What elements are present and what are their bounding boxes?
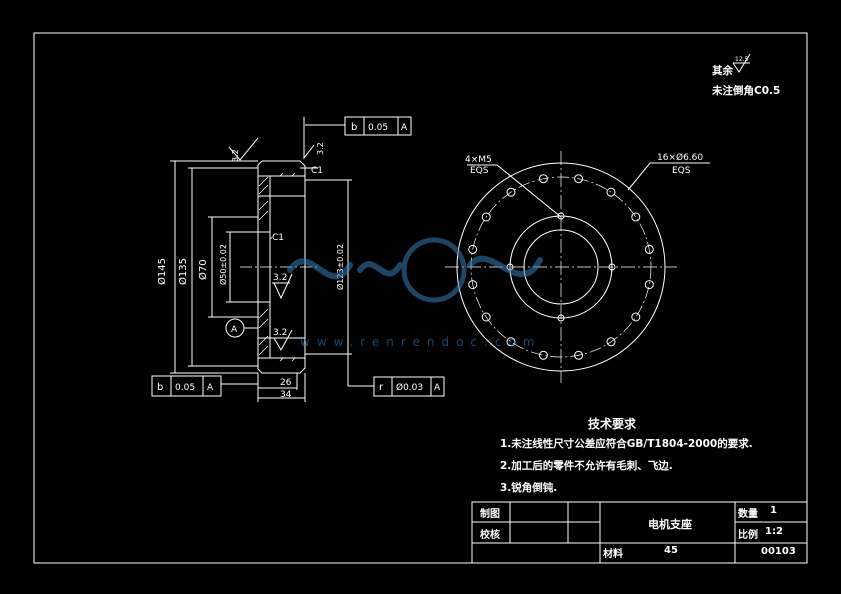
hole-label-large-sub: EQS <box>672 166 691 176</box>
leader-4xm5 <box>467 164 562 218</box>
hole-label-small: 4×M5 <box>465 155 492 165</box>
dim-26: 26 <box>280 378 292 388</box>
front-view <box>445 151 710 383</box>
tapped-hole <box>557 314 565 322</box>
drawing-border <box>33 32 808 564</box>
hole-label-small-sub: EQS <box>470 166 489 176</box>
dim-d123: Ø123±0.02 <box>335 244 345 290</box>
watermark: www.renrendoc.com <box>287 237 543 349</box>
bolt-hole <box>631 212 641 222</box>
fcf-right-frame <box>373 376 445 397</box>
fcf-left-symbol: b <box>157 382 163 393</box>
tech-item-1: 1.未注线性尺寸公差应符合GB/T1804-2000的要求. <box>500 438 753 450</box>
dim-d50: Ø50±0.02 <box>218 244 228 285</box>
chamfer-note: 未注倒角C0.5 <box>712 85 781 97</box>
bolt-hole <box>574 174 584 184</box>
roughness-other-value: 12.5 <box>735 56 749 63</box>
fcf-top-datum: A <box>401 123 408 133</box>
bolt-hole <box>644 244 654 254</box>
fcf-top-value: 0.05 <box>368 123 388 133</box>
tb-drawing-no: 00103 <box>761 546 796 557</box>
fcf-right-datum: A <box>434 383 441 393</box>
tb-part-name: 电机支座 <box>648 518 692 531</box>
bolt-hole <box>481 312 491 322</box>
fcf-top-frame <box>344 116 412 136</box>
watermark-site: www.renrendoc.com <box>300 335 541 349</box>
tb-check-label: 校核 <box>480 530 500 541</box>
tapped-hole <box>557 212 565 220</box>
dim-34: 34 <box>280 390 292 400</box>
roughness-top-right: 3.2 <box>316 142 325 155</box>
tb-material-value: 45 <box>664 545 678 556</box>
tb-material-label: 材料 <box>603 549 623 560</box>
section-view <box>151 116 445 402</box>
tech-title: 技术要求 <box>588 417 637 431</box>
section-outline <box>257 160 306 374</box>
bolt-hole <box>631 312 641 322</box>
bolt-hole <box>606 337 616 347</box>
tb-scale-label: 比例 <box>738 530 758 541</box>
tb-qty-value: 1 <box>770 505 777 516</box>
section-hatch <box>258 172 296 362</box>
bolt-hole <box>644 280 654 290</box>
chamfer-c1-top: C1 <box>311 166 323 176</box>
bolt-hole <box>468 280 478 290</box>
tb-qty-label: 数量 <box>738 509 758 520</box>
leader-16x <box>627 162 710 191</box>
hole-pattern-16 <box>468 174 654 360</box>
fcf-top-symbol: b <box>351 122 357 133</box>
tech-item-2: 2.加工后的零件不允许有毛刺、飞边. <box>500 460 673 472</box>
bolt-hole <box>538 350 548 360</box>
bolt-hole <box>481 212 491 222</box>
dim-d135: Ø135 <box>177 258 189 285</box>
hole-label-large: 16×Ø6.60 <box>657 152 703 163</box>
roughness-top-left: 3.2 <box>231 149 240 162</box>
chamfer-c1-mid: C1 <box>272 233 284 243</box>
title-block <box>471 501 808 564</box>
fcf-right-symbol: r <box>379 382 384 393</box>
tapped-hole <box>608 263 616 271</box>
fcf-left-datum: A <box>207 383 214 393</box>
roughness-other-symbol <box>732 53 751 73</box>
bolt-hole <box>468 244 478 254</box>
roughness-bottom: 3.2 <box>273 328 287 338</box>
front-view-text: 4×M5 EQS 16×Ø6.60 EQS <box>465 152 703 176</box>
roughness-mid: 3.2 <box>273 273 287 283</box>
roughness-other-label: 其余 <box>712 65 733 77</box>
bolt-hole <box>606 187 616 197</box>
tb-scale-value: 1:2 <box>765 526 783 537</box>
fcf-right-value: Ø0.03 <box>396 382 423 393</box>
fcf-left-value: 0.05 <box>175 383 195 393</box>
bolt-hole <box>506 187 516 197</box>
bolt-hole <box>574 350 584 360</box>
fcf-left-frame <box>151 375 222 397</box>
watermark-logo <box>401 237 467 303</box>
bolt-hole <box>506 337 516 347</box>
tb-draw-label: 制图 <box>480 509 500 520</box>
section-view-text: Ø145 Ø135 Ø70 Ø50±0.02 Ø123±0.02 26 34 C… <box>156 122 441 400</box>
dim-d145: Ø145 <box>156 258 168 285</box>
datum-a-label: A <box>231 325 238 335</box>
tech-item-3: 3.锐角倒钝. <box>500 482 558 494</box>
bolt-hole <box>538 174 548 184</box>
dim-d70: Ø70 <box>197 259 209 280</box>
